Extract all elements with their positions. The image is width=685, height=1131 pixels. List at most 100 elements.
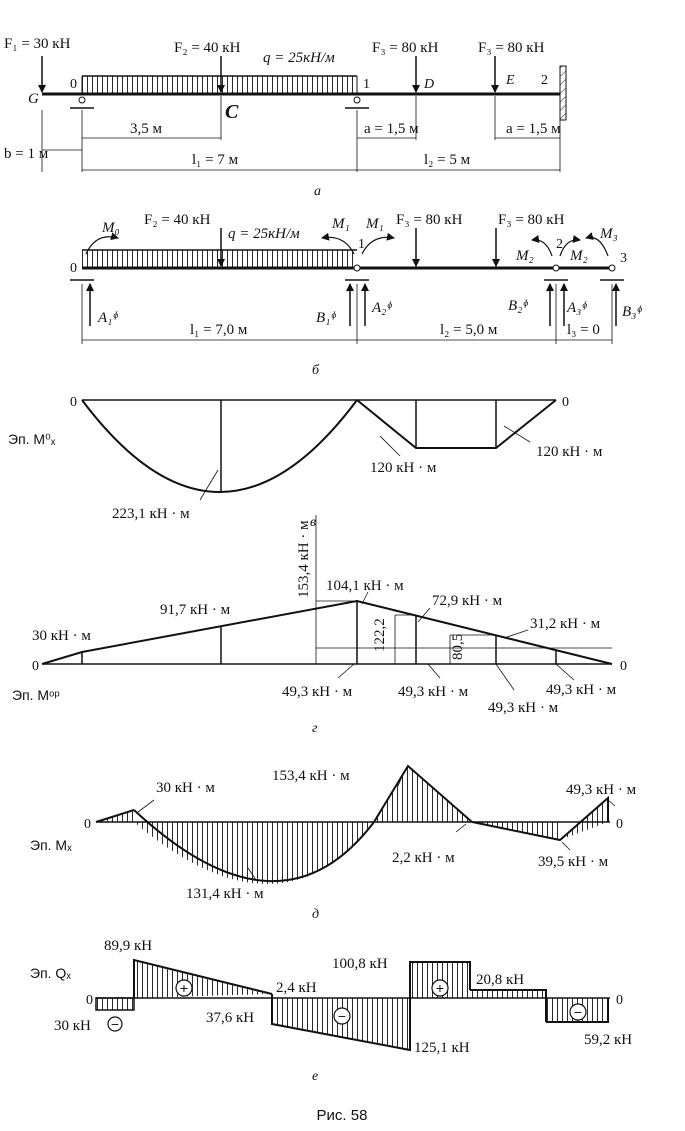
label-F3b: F₃ = 80 кН	[478, 40, 545, 56]
label-M3: M₃	[599, 226, 618, 242]
sign-minus-3: −	[574, 1004, 582, 1020]
sub-label-b: б	[312, 363, 320, 378]
sub-label-a: а	[314, 184, 321, 199]
title-e: Эп. Qₓ	[30, 965, 71, 981]
label-M2-right: M₂	[569, 248, 588, 264]
label-M2-left: M₂	[515, 248, 534, 264]
title-v: Эп. M⁰ₓ	[8, 431, 56, 447]
dim-3-5: 3,5 м	[130, 121, 163, 137]
point-3-b: 3	[620, 251, 627, 266]
value-89-9: 89,9 кН	[104, 938, 152, 954]
value-30-e: 30 кН	[54, 1018, 91, 1034]
value-125-1: 125,1 кН	[414, 1040, 470, 1056]
label-q-b: q = 25кН/м	[228, 226, 300, 242]
value-91-7: 91,7 кН · м	[160, 602, 231, 618]
point-E: E	[505, 73, 515, 88]
value-31-2: 31,2 кН · м	[530, 616, 601, 632]
reaction-A3: A₃ᶲ	[566, 300, 587, 316]
panel-g: 0 0 Эп. Mᵒᵖ 30 кН · м 91,7 кН · м 153,4 …	[12, 515, 627, 736]
value-72-9: 72,9 кН · м	[432, 593, 503, 609]
zero-right-e: 0	[616, 993, 623, 1008]
point-2-b: 2	[556, 237, 563, 252]
value-120-right: 120 кН · м	[536, 444, 603, 460]
point-1: 1	[363, 77, 370, 92]
reaction-B2: B₂ᶲ	[508, 298, 528, 314]
value-153-4-g: 153,4 кН · м	[296, 520, 312, 598]
dim-a-2: a = 1,5 м	[506, 121, 561, 137]
zero-left-d: 0	[84, 817, 91, 832]
dim-a-1: a = 1,5 м	[364, 121, 419, 137]
value-223-1: 223,1 кН · м	[112, 506, 190, 522]
value-131-4: 131,4 кН · м	[186, 886, 264, 902]
zero-right-g: 0	[620, 659, 627, 674]
dim-l2: l₂ = 5 м	[424, 152, 471, 168]
label-F1: F₁ = 30 кН	[4, 36, 71, 52]
value-20-8: 20,8 кН	[476, 972, 524, 988]
point-C: C	[225, 101, 239, 123]
value-39-5: 39,5 кН · м	[538, 854, 609, 870]
value-153-4-d: 153,4 кН · м	[272, 768, 350, 784]
label-F3a: F₃ = 80 кН	[372, 40, 439, 56]
dim-l1: l₁ = 7 м	[192, 152, 239, 168]
panel-a: F₁ = 30 кН F₂ = 40 кН q = 25кН/м F₃ = 80…	[4, 36, 567, 199]
label-F3a-b: F₃ = 80 кН	[396, 212, 463, 228]
sign-minus-2: −	[338, 1008, 346, 1024]
dim-b: b = 1 м	[4, 146, 49, 162]
value-37-6: 37,6 кН	[206, 1010, 254, 1026]
sub-label-e: е	[312, 1069, 318, 1084]
zero-left-g: 0	[32, 659, 39, 674]
value-49-3-c: 49,3 кН · м	[488, 700, 559, 716]
value-30-d: 30 кН · м	[156, 780, 215, 796]
title-g: Эп. Mᵒᵖ	[12, 687, 60, 703]
value-80-5: 80,5	[450, 634, 466, 660]
zero-right-v: 0	[562, 395, 569, 410]
panel-v: 0 0 Эп. M⁰ₓ 223,1 кН · м 120 кН · м 120 …	[8, 395, 603, 530]
zero-left-v: 0	[70, 395, 77, 410]
sign-minus-1: −	[111, 1016, 119, 1032]
point-D: D	[423, 77, 434, 92]
sub-label-d: д	[312, 907, 319, 922]
panel-d: 0 0 Эп. Mₓ 30 кН · м 153,4 кН · м 49,3 к…	[30, 764, 637, 922]
label-M0: M₀	[101, 220, 120, 236]
sub-label-v: в	[310, 515, 316, 530]
value-30-g: 30 кН · м	[32, 628, 91, 644]
reaction-A1: A₁ᶲ	[97, 310, 118, 326]
label-F2-b: F₂ = 40 кН	[144, 212, 211, 228]
reaction-B1: B₁ᶲ	[316, 310, 336, 326]
label-F2: F₂ = 40 кН	[174, 40, 241, 56]
dim-l1-b: l₁ = 7,0 м	[190, 322, 248, 338]
value-2-4: 2,4 кН	[276, 980, 317, 996]
value-104-1: 104,1 кН · м	[326, 578, 404, 594]
figure-caption: Рис. 58	[317, 1107, 368, 1124]
value-49-3-d: 49,3 кН · м	[546, 682, 617, 698]
label-M1-right: M₁	[365, 216, 384, 232]
value-2-2: 2,2 кН · м	[392, 850, 455, 866]
point-2: 2	[541, 73, 548, 88]
label-M1-left: M₁	[331, 216, 350, 232]
dim-l2-b: l₂ = 5,0 м	[440, 322, 498, 338]
panel-e: + − − + − Эп. Qₓ 0 0 89,9 кН 30 кН 2,4 к…	[30, 938, 632, 1084]
label-q: q = 25кН/м	[263, 50, 335, 66]
sign-plus-2: +	[436, 980, 444, 996]
value-59-2: 59,2 кН	[584, 1032, 632, 1048]
value-120-left: 120 кН · м	[370, 460, 437, 476]
label-F3b-b: F₃ = 80 кН	[498, 212, 565, 228]
value-49-3-d: 49,3 кН · м	[566, 782, 637, 798]
point-G: G	[28, 91, 39, 107]
panel-b: M₀ F₂ = 40 кН q = 25кН/м M₁ M₁ F₃ = 80 к…	[70, 212, 642, 378]
point-0-b: 0	[70, 261, 77, 276]
sign-plus-1: +	[180, 980, 188, 996]
title-d: Эп. Mₓ	[30, 837, 72, 853]
value-49-3-b: 49,3 кН · м	[398, 684, 469, 700]
value-100-8: 100,8 кН	[332, 956, 388, 972]
point-0: 0	[70, 77, 77, 92]
sub-label-g: г	[312, 721, 318, 736]
value-49-3-a: 49,3 кН · м	[282, 684, 353, 700]
zero-left-e: 0	[86, 993, 93, 1008]
point-1-b: 1	[358, 237, 365, 252]
dim-l3-b: l₃ = 0	[567, 322, 600, 338]
reaction-A2: A₂ᶲ	[371, 300, 392, 316]
reaction-B3: B₃ᶲ	[622, 304, 642, 320]
value-122-2: 122,2	[372, 618, 388, 652]
